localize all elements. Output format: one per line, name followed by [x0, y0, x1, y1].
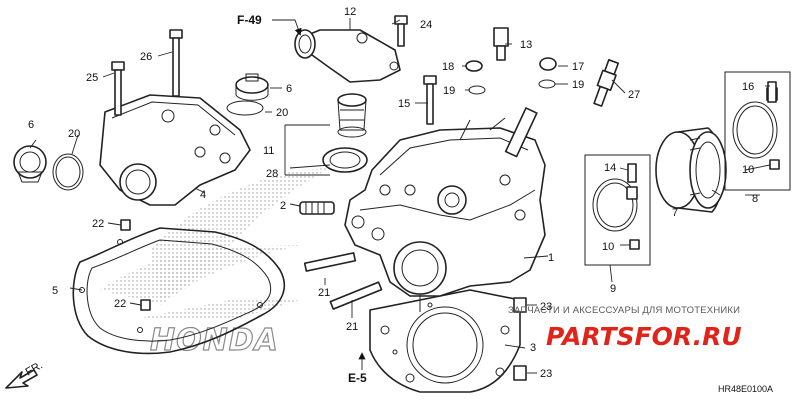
- cap-right: [235, 73, 269, 101]
- callout-2: 2: [280, 200, 286, 212]
- leader-lines: [29, 18, 771, 374]
- dowel-22-bottom: [140, 299, 151, 311]
- callout-10-left: 10: [602, 241, 614, 253]
- callout-20-left: 20: [68, 128, 80, 140]
- bolt-24: [394, 15, 408, 47]
- front-arrow: FR.: [5, 359, 45, 389]
- callout-12: 12: [344, 6, 356, 18]
- callout-18: 18: [442, 61, 454, 73]
- callout-4: 4: [200, 189, 206, 201]
- bolt-15: [423, 75, 437, 125]
- bolt-26: [169, 29, 183, 97]
- callout-5: 5: [52, 285, 58, 297]
- callout-27: 27: [628, 89, 640, 101]
- insulator-pipe: [299, 201, 335, 215]
- callout-8: 8: [752, 193, 758, 205]
- callout-26: 26: [140, 51, 152, 63]
- callout-labels: 1 2 3 4 5 6 6 7 8 9 10 10 11 12 13 14 15…: [28, 6, 758, 380]
- ref-f49: F-49: [237, 13, 302, 36]
- callout-28: 28: [266, 168, 278, 180]
- callout-15: 15: [398, 98, 410, 110]
- dowel-23-top: [513, 297, 527, 313]
- callout-23-bottom: 23: [540, 368, 552, 380]
- stud-21-lower: [329, 281, 383, 310]
- dowel-22-top: [120, 219, 131, 231]
- o-ring-left-inner: [55, 156, 81, 188]
- callout-1: 1: [548, 252, 554, 264]
- nut-17: [539, 57, 557, 71]
- callout-20-right: 20: [276, 107, 288, 119]
- washer-19-right: [538, 79, 556, 89]
- thermostat-seal-inner: [329, 151, 361, 169]
- screw-16: [767, 81, 777, 103]
- nut-18: [465, 60, 483, 72]
- thermostat-cover: [294, 29, 401, 83]
- insulator-band-8: [724, 71, 791, 191]
- callout-19-right: 19: [572, 79, 584, 91]
- thermostat: [337, 93, 367, 138]
- callout-3: 3: [530, 342, 536, 354]
- front-label: FR.: [24, 359, 45, 378]
- callout-9: 9: [610, 283, 616, 295]
- cap-left: [13, 145, 47, 183]
- screw-14: [627, 163, 637, 183]
- callout-24: 24: [420, 19, 432, 31]
- callout-19-left: 19: [443, 85, 455, 97]
- cylinder-head-gasket: [369, 289, 521, 393]
- callout-21-upper: 21: [318, 287, 330, 299]
- stud-21-upper: [303, 252, 357, 272]
- callout-6-left: 6: [28, 119, 34, 131]
- ref-e5: E-5: [348, 352, 367, 385]
- spark-plug: [593, 58, 620, 107]
- cover-gasket: [72, 227, 286, 355]
- callout-22-top: 22: [92, 218, 104, 230]
- watermark-text: ЗАПЧАСТИ И АКСЕССУАРЫ ДЛЯ МОТОТЕХНИКИ: [508, 305, 740, 316]
- callout-16: 16: [742, 81, 754, 93]
- callout-7: 7: [672, 207, 678, 219]
- watermark-logo: PARTSFOR.RU: [546, 322, 742, 351]
- callout-6-right: 6: [286, 83, 292, 95]
- cylinder-head-cover: [99, 94, 251, 206]
- callout-10-right: 10: [742, 164, 754, 176]
- cylinder-head: [344, 117, 546, 312]
- callout-21-lower: 21: [346, 321, 358, 333]
- guide-tube: [504, 107, 538, 158]
- callout-23-top: 23: [540, 301, 552, 313]
- o-ring-right: [226, 100, 264, 116]
- callout-14: 14: [604, 162, 616, 174]
- callout-25: 25: [86, 72, 98, 84]
- insulator-band-9: [584, 154, 651, 266]
- carburetor-insulator: [655, 127, 727, 213]
- callout-13: 13: [520, 39, 532, 51]
- o-ring-left: [52, 153, 84, 191]
- bolt-25: [111, 61, 125, 116]
- callout-22-bottom: 22: [114, 298, 126, 310]
- diagram-code: HR48E0100A: [718, 384, 773, 394]
- washer-19-left: [468, 85, 486, 95]
- callout-11: 11: [263, 145, 274, 157]
- callout-17: 17: [572, 61, 584, 73]
- ref-f49-label: F-49: [237, 13, 262, 27]
- dowel-23-bottom: [513, 365, 527, 381]
- ref-e5-label: E-5: [348, 371, 367, 385]
- temperature-sensor: [493, 27, 509, 61]
